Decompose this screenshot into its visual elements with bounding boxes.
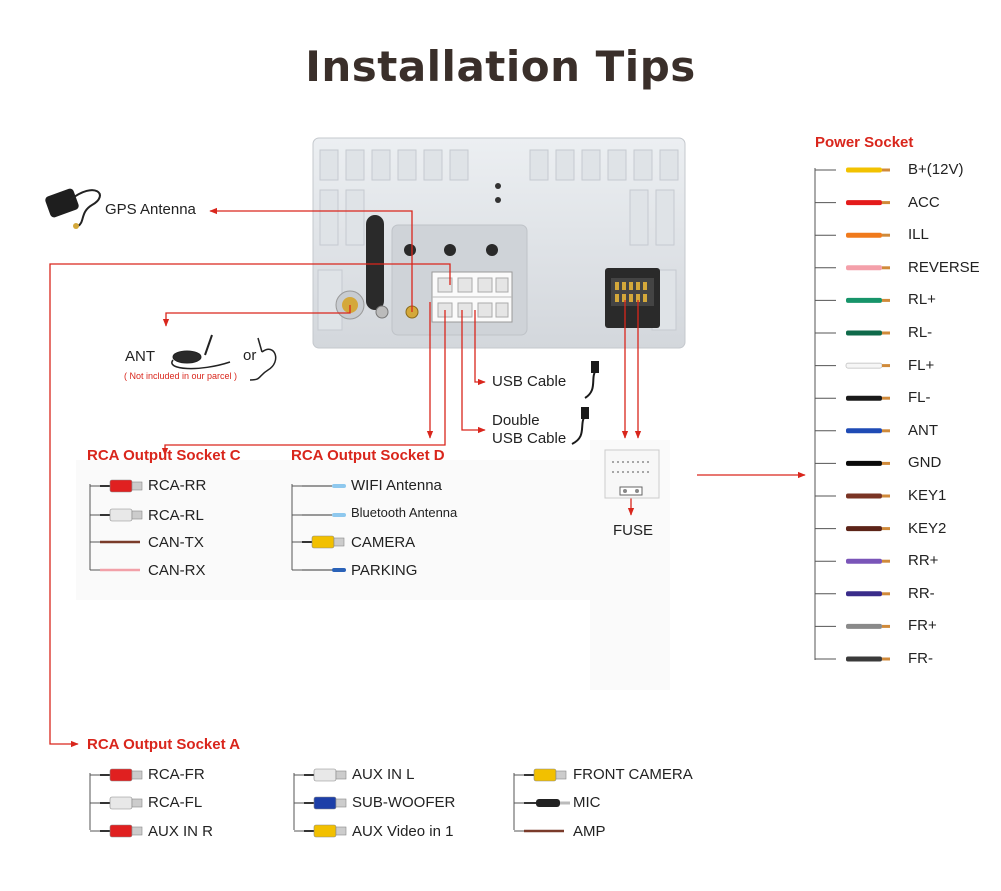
fuse-icon	[604, 449, 660, 499]
rca-d-item-label: PARKING	[351, 562, 418, 579]
rca-d-title: RCA Output Socket D	[291, 447, 445, 464]
power-wire-label: KEY2	[908, 519, 947, 537]
fuse-label: FUSE	[613, 522, 654, 539]
rca-a-item-label: AMP	[573, 823, 606, 840]
rca-connector-icon	[90, 768, 143, 782]
usb-cable-label: USB Cable	[492, 373, 567, 390]
power-wire-label: RL-	[908, 324, 933, 341]
rca-connector-icon	[90, 479, 143, 493]
power-wire-icon	[815, 591, 890, 597]
rca-a-item-label: RCA-FL	[148, 794, 203, 811]
rca-d-item-label: Bluetooth Antenna	[351, 505, 458, 520]
power-wire-label: B+(12V)	[908, 161, 964, 178]
power-wire-icon	[815, 167, 890, 173]
antenna-note: ( Not included in our parcel )	[124, 371, 238, 381]
rca-c-item-label: CAN-RX	[148, 562, 206, 579]
rca-connector-icon	[294, 768, 347, 782]
rca-d-item-label: CAMERA	[351, 534, 416, 551]
rca-a-item-label: RCA-FR	[148, 766, 205, 783]
power-wire-label: RL+	[908, 291, 936, 309]
rca-a-item-label: AUX IN R	[148, 823, 214, 840]
rca-d-item-label: WIFI Antenna	[351, 477, 442, 494]
gps-antenna-label: GPS Antenna	[105, 201, 196, 218]
power-wire-icon	[815, 297, 890, 303]
wire-icon	[292, 513, 346, 517]
power-wire-icon	[815, 526, 890, 532]
power-wire-icon	[815, 558, 890, 564]
rca-a-item-label: MIC	[573, 794, 601, 811]
power-wire-label: ILL	[908, 226, 929, 244]
power-wire-label: FL+	[908, 356, 935, 374]
rca-connector-icon	[90, 824, 143, 838]
power-wire-label: FL-	[908, 389, 931, 407]
rca-a-item-label: AUX Video in 1	[352, 823, 454, 840]
power-wire-label: ACC	[908, 193, 940, 211]
rca-connector-icon	[292, 535, 345, 549]
antenna-icon	[171, 334, 277, 381]
double-usb-label-2: USB Cable	[492, 430, 567, 447]
rca-connector-icon	[514, 768, 567, 782]
power-wire-icon	[815, 395, 890, 401]
rca-c-item-label: CAN-TX	[148, 534, 204, 551]
rca-c-item-label: RCA-RR	[148, 477, 207, 494]
power-wire-label: KEY1	[908, 487, 947, 504]
power-wire-label: FR+	[908, 617, 937, 635]
power-wire-label: RR+	[908, 552, 939, 570]
head-unit-back	[312, 137, 686, 349]
rca-a-item-label: SUB-WOOFER	[352, 794, 456, 811]
wire-icon	[292, 484, 346, 488]
power-wire-icon	[815, 330, 890, 336]
rca-a-item-label: FRONT CAMERA	[573, 766, 693, 783]
rca-a-title: RCA Output Socket A	[87, 736, 241, 753]
rca-a-item-label: AUX IN L	[352, 766, 415, 783]
power-wire-icon	[815, 362, 890, 369]
rca-c-title: RCA Output Socket C	[87, 447, 241, 464]
wire-icon	[292, 568, 346, 572]
power-wire-icon	[815, 656, 890, 662]
power-socket-title: Power Socket	[815, 134, 914, 151]
power-wire-icon	[815, 200, 890, 206]
power-wire-label: GND	[908, 454, 942, 472]
power-wire-icon	[815, 460, 890, 466]
antenna-or-label: or	[243, 347, 257, 364]
power-wire-icon	[815, 265, 890, 271]
rca-connector-icon	[294, 824, 347, 838]
rca-c-item-label: RCA-RL	[148, 507, 204, 524]
power-wire-label: ANT	[908, 421, 938, 439]
power-wire-icon	[815, 232, 890, 238]
mic-plug-icon	[514, 799, 570, 807]
power-wire-label: FR-	[908, 650, 933, 667]
power-wire-label: REVERSE	[908, 258, 980, 276]
antenna-label: ANT	[125, 348, 155, 365]
rca-connector-icon	[294, 796, 347, 810]
power-wire-icon	[815, 493, 890, 499]
power-wire-icon	[815, 623, 890, 629]
power-wire-label: RR-	[908, 584, 935, 602]
double-usb-label-1: Double	[492, 412, 540, 429]
usb-cable-icon	[571, 361, 599, 445]
page-title: Installation Tips	[305, 42, 696, 91]
gps-antenna-icon	[45, 188, 101, 229]
rca-connector-icon	[90, 796, 143, 810]
rca-connector-icon	[90, 508, 143, 522]
power-wire-icon	[815, 428, 890, 434]
